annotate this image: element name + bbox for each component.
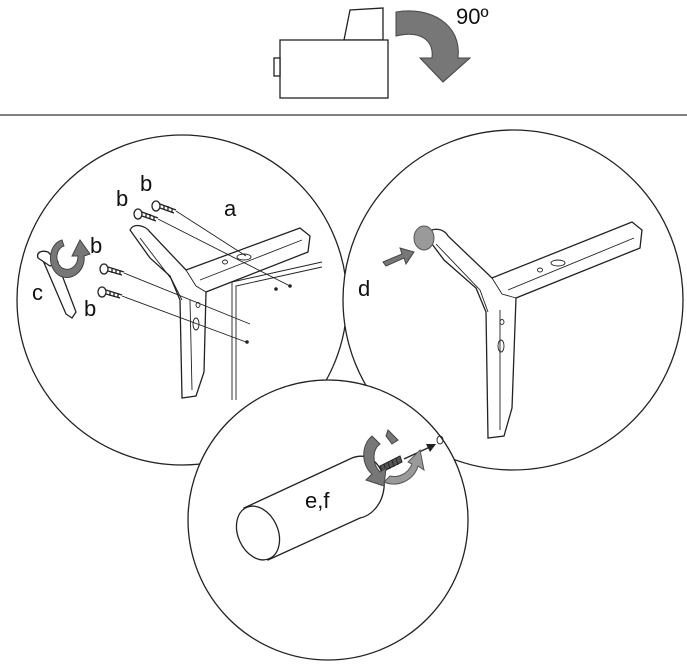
label-a: a bbox=[224, 196, 237, 221]
label-b: b bbox=[140, 171, 152, 196]
screw-icon bbox=[151, 200, 247, 257]
panel-right: d bbox=[342, 129, 684, 471]
label-e-f: e,f bbox=[305, 488, 330, 513]
label-c: c bbox=[32, 280, 43, 305]
screw-icon bbox=[99, 263, 251, 325]
bracket-hole bbox=[236, 253, 252, 261]
twist-arrow-icon bbox=[50, 239, 91, 278]
screw-icon bbox=[133, 208, 291, 287]
twist-arrow-icon bbox=[363, 435, 387, 487]
insert-arrow-icon bbox=[382, 247, 415, 267]
box-flap bbox=[343, 7, 384, 41]
label-b: b bbox=[116, 186, 128, 211]
box-body bbox=[279, 39, 389, 99]
label-d: d bbox=[358, 276, 370, 301]
panel-bottom: e,f bbox=[187, 379, 469, 661]
insert-arrowhead-icon bbox=[426, 444, 436, 452]
box-knob bbox=[273, 57, 281, 77]
leg-cap bbox=[413, 225, 435, 251]
cylinder-end bbox=[235, 505, 281, 561]
rotation-label: 90º bbox=[456, 4, 489, 29]
label-b: b bbox=[90, 233, 102, 258]
label-b: b bbox=[84, 296, 96, 321]
target-hole bbox=[436, 435, 444, 445]
screw-icon bbox=[97, 286, 247, 343]
top-step: 90º bbox=[273, 4, 489, 99]
rotate-arrow-icon bbox=[395, 10, 472, 83]
